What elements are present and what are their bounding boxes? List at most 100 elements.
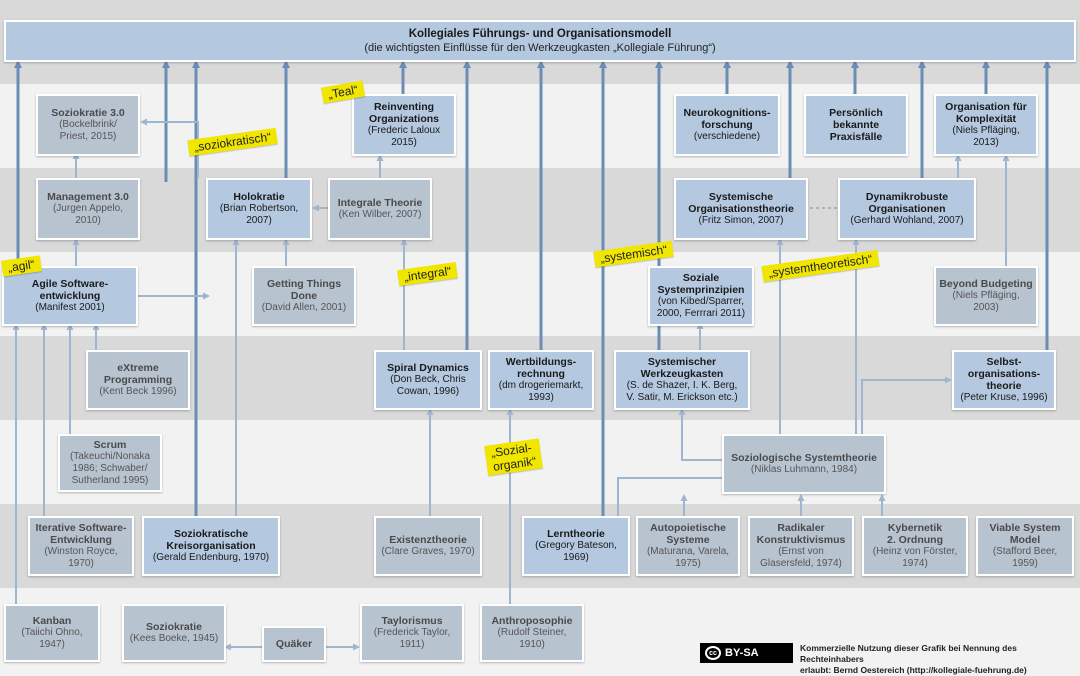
node-soziokratie: Soziokratie (Kees Boeke, 1945) xyxy=(122,604,226,662)
node-persoenlich: Persönlich bekannte Praxisfälle xyxy=(804,94,908,156)
node-title: Systemischer Werkzeugkasten xyxy=(640,356,724,380)
node-agile: Agile Software- entwicklung (Manifest 20… xyxy=(2,266,138,326)
node-title: Reinventing Organizations xyxy=(368,101,439,125)
node-taylor: Taylorismus (Frederick Taylor, 1911) xyxy=(360,604,464,662)
node-subtitle: (Kees Boeke, 1945) xyxy=(129,633,219,644)
node-title: Anthroposophie xyxy=(491,615,573,627)
arrow-luhmann-to-lerntheorie xyxy=(617,477,722,516)
node-subtitle: (Maturana, Varela, 1975) xyxy=(646,546,730,569)
node-title: Getting Things Done xyxy=(266,278,342,302)
node-anthropo: Anthroposophie (Rudolf Steiner, 1910) xyxy=(480,604,584,662)
node-title: Systemische Organisationstheorie xyxy=(688,191,794,215)
node-subtitle: (Ken Wilber, 2007) xyxy=(338,209,422,220)
node-holokratie: Holokratie (Brian Robertson, 2007) xyxy=(206,178,312,240)
node-title: Soziokratische Kreisorganisation xyxy=(166,528,256,552)
node-kanban: Kanban (Taiichi Ohno, 1947) xyxy=(4,604,100,662)
node-kybernetik: Kybernetik 2. Ordnung (Heinz von Förster… xyxy=(862,516,968,576)
node-title: Kanban xyxy=(32,615,72,627)
node-subtitle: (dm drogeriemarkt, 1993) xyxy=(498,380,584,403)
node-subtitle: (Niklas Luhmann, 1984) xyxy=(750,464,858,475)
node-subtitle: (Niels Pfläging, 2013) xyxy=(952,125,1020,148)
node-wertbildung: Wertbildungs- rechnung (dm drogeriemarkt… xyxy=(488,350,594,410)
node-title: Dynamikrobuste Organisationen xyxy=(865,191,949,215)
node-subtitle: (Gerhard Wohland, 2007) xyxy=(850,215,964,226)
node-spiral: Spiral Dynamics (Don Beck, Chris Cowan, … xyxy=(374,350,482,410)
node-autopoiet: Autopoietische Systeme (Maturana, Varela… xyxy=(636,516,740,576)
node-lerntheorie: Lerntheorie (Gregory Bateson, 1969) xyxy=(522,516,630,576)
node-subtitle: (Don Beck, Chris Cowan, 1996) xyxy=(390,374,466,397)
node-dynamik: Dynamikrobuste Organisationen (Gerhard W… xyxy=(838,178,976,240)
node-quaeker: Quäker xyxy=(262,626,326,662)
node-title: Neurokognitions- forschung xyxy=(683,107,771,131)
header-title: Kollegiales Führungs- und Organisationsm… xyxy=(408,28,672,40)
arrow-luhmann-to-selbst xyxy=(861,376,952,434)
node-subtitle: (Frederic Laloux 2015) xyxy=(367,125,441,148)
node-subtitle: (Niels Pfläging, 2003) xyxy=(952,290,1020,313)
node-subtitle: (Rudolf Steiner, 1910) xyxy=(497,627,567,650)
node-title: Autopoietische Systeme xyxy=(650,522,726,546)
node-title: Integrale Theorie xyxy=(337,197,423,209)
node-werkzeug: Systemischer Werkzeugkasten (S. de Shaze… xyxy=(614,350,750,410)
node-subtitle: (von Kibed/Sparrer, 2000, Ferrrari 2011) xyxy=(656,296,746,319)
node-title: Wertbildungs- rechnung xyxy=(505,356,577,380)
node-title: Organisation für Komplexität xyxy=(945,101,1027,125)
node-reinventing: Reinventing Organizations (Frederic Lalo… xyxy=(352,94,456,156)
node-title: eXtreme Programming xyxy=(103,362,173,386)
node-title: Quäker xyxy=(275,638,313,650)
node-gtd: Getting Things Done (David Allen, 2001) xyxy=(252,266,356,326)
node-subtitle: (Gerald Endenburg, 1970) xyxy=(152,552,270,563)
node-subtitle: (Takeuchi/Nonaka 1986; Schwaber/ Sutherl… xyxy=(69,451,151,486)
header-subtitle: (die wichtigsten Einflüsse für den Werkz… xyxy=(364,42,716,54)
node-subtitle: (Stafford Beer, 1959) xyxy=(992,546,1058,569)
node-subtitle: (David Allen, 2001) xyxy=(261,302,347,313)
node-subtitle: (verschiedene) xyxy=(693,131,761,142)
node-title: Existenztheorie xyxy=(389,534,467,546)
arrow-luhmann-to-werkzeug xyxy=(678,408,722,461)
node-title: Scrum xyxy=(93,439,127,451)
node-title: Radikaler Konstruktivismus xyxy=(756,522,846,546)
node-subtitle: (Heinz von Förster, 1974) xyxy=(872,546,958,569)
header-model-box: Kollegiales Führungs- und Organisationsm… xyxy=(4,20,1076,62)
node-sozialeprinz: Soziale Systemprinzipien (von Kibed/Spar… xyxy=(648,266,754,326)
node-neuro: Neurokognitions- forschung (verschiedene… xyxy=(674,94,780,156)
node-title: Kybernetik 2. Ordnung xyxy=(887,522,943,546)
node-orgkomplex: Organisation für Komplexität (Niels Pflä… xyxy=(934,94,1038,156)
node-scrum: Scrum (Takeuchi/Nonaka 1986; Schwaber/ S… xyxy=(58,434,162,492)
node-title: Iterative Software- Entwicklung xyxy=(35,522,127,546)
node-subtitle: (Clare Graves, 1970) xyxy=(381,546,475,557)
node-beyond: Beyond Budgeting (Niels Pfläging, 2003) xyxy=(934,266,1038,326)
node-title: Soziologische Systemtheorie xyxy=(731,452,877,464)
node-subtitle: (Peter Kruse, 1996) xyxy=(960,392,1048,403)
node-title: Persönlich bekannte Praxisfälle xyxy=(829,107,883,143)
node-title: Spiral Dynamics xyxy=(387,362,469,374)
node-xp: eXtreme Programming (Kent Beck 1996) xyxy=(86,350,190,410)
node-title: Management 3.0 xyxy=(47,191,129,203)
node-subtitle: (Gregory Bateson, 1969) xyxy=(535,540,617,563)
node-viable: Viable System Model (Stafford Beer, 1959… xyxy=(976,516,1074,576)
node-subtitle: (Winston Royce, 1970) xyxy=(44,546,118,569)
node-subtitle: (Taiichi Ohno, 1947) xyxy=(21,627,83,650)
node-subtitle: (Ernst von Glasersfeld, 1974) xyxy=(760,546,842,569)
creative-commons-icon: cc xyxy=(705,646,721,660)
node-title: Agile Software- entwicklung xyxy=(31,278,109,302)
license-badge-text: BY-SA xyxy=(725,647,759,659)
node-iterative: Iterative Software- Entwicklung (Winston… xyxy=(28,516,134,576)
node-subtitle: (Jurgen Appelo, 2010) xyxy=(52,203,124,226)
node-soziokratie3: Soziokratie 3.0 (Bockelbrink/ Priest, 20… xyxy=(36,94,140,156)
node-subtitle: (Manifest 2001) xyxy=(35,302,105,313)
license-credit: Kommerzielle Nutzung dieser Grafik bei N… xyxy=(800,643,1027,675)
node-title: Lerntheorie xyxy=(547,528,605,540)
node-kreis: Soziokratische Kreisorganisation (Gerald… xyxy=(142,516,280,576)
node-subtitle: (S. de Shazer, I. K. Berg, V. Satir, M. … xyxy=(626,380,738,403)
node-subtitle: (Kent Beck 1996) xyxy=(99,386,177,397)
node-title: Viable System Model xyxy=(989,522,1061,546)
node-selbst: Selbst- organisations- theorie (Peter Kr… xyxy=(952,350,1056,410)
node-existenz: Existenztheorie (Clare Graves, 1970) xyxy=(374,516,482,576)
node-title: Soziokratie xyxy=(145,621,203,633)
node-title: Selbst- organisations- theorie xyxy=(967,356,1041,392)
node-systemische: Systemische Organisationstheorie (Fritz … xyxy=(674,178,808,240)
node-subtitle: (Brian Robertson, 2007) xyxy=(219,203,299,226)
node-title: Taylorismus xyxy=(381,615,443,627)
node-management3: Management 3.0 (Jurgen Appelo, 2010) xyxy=(36,178,140,240)
